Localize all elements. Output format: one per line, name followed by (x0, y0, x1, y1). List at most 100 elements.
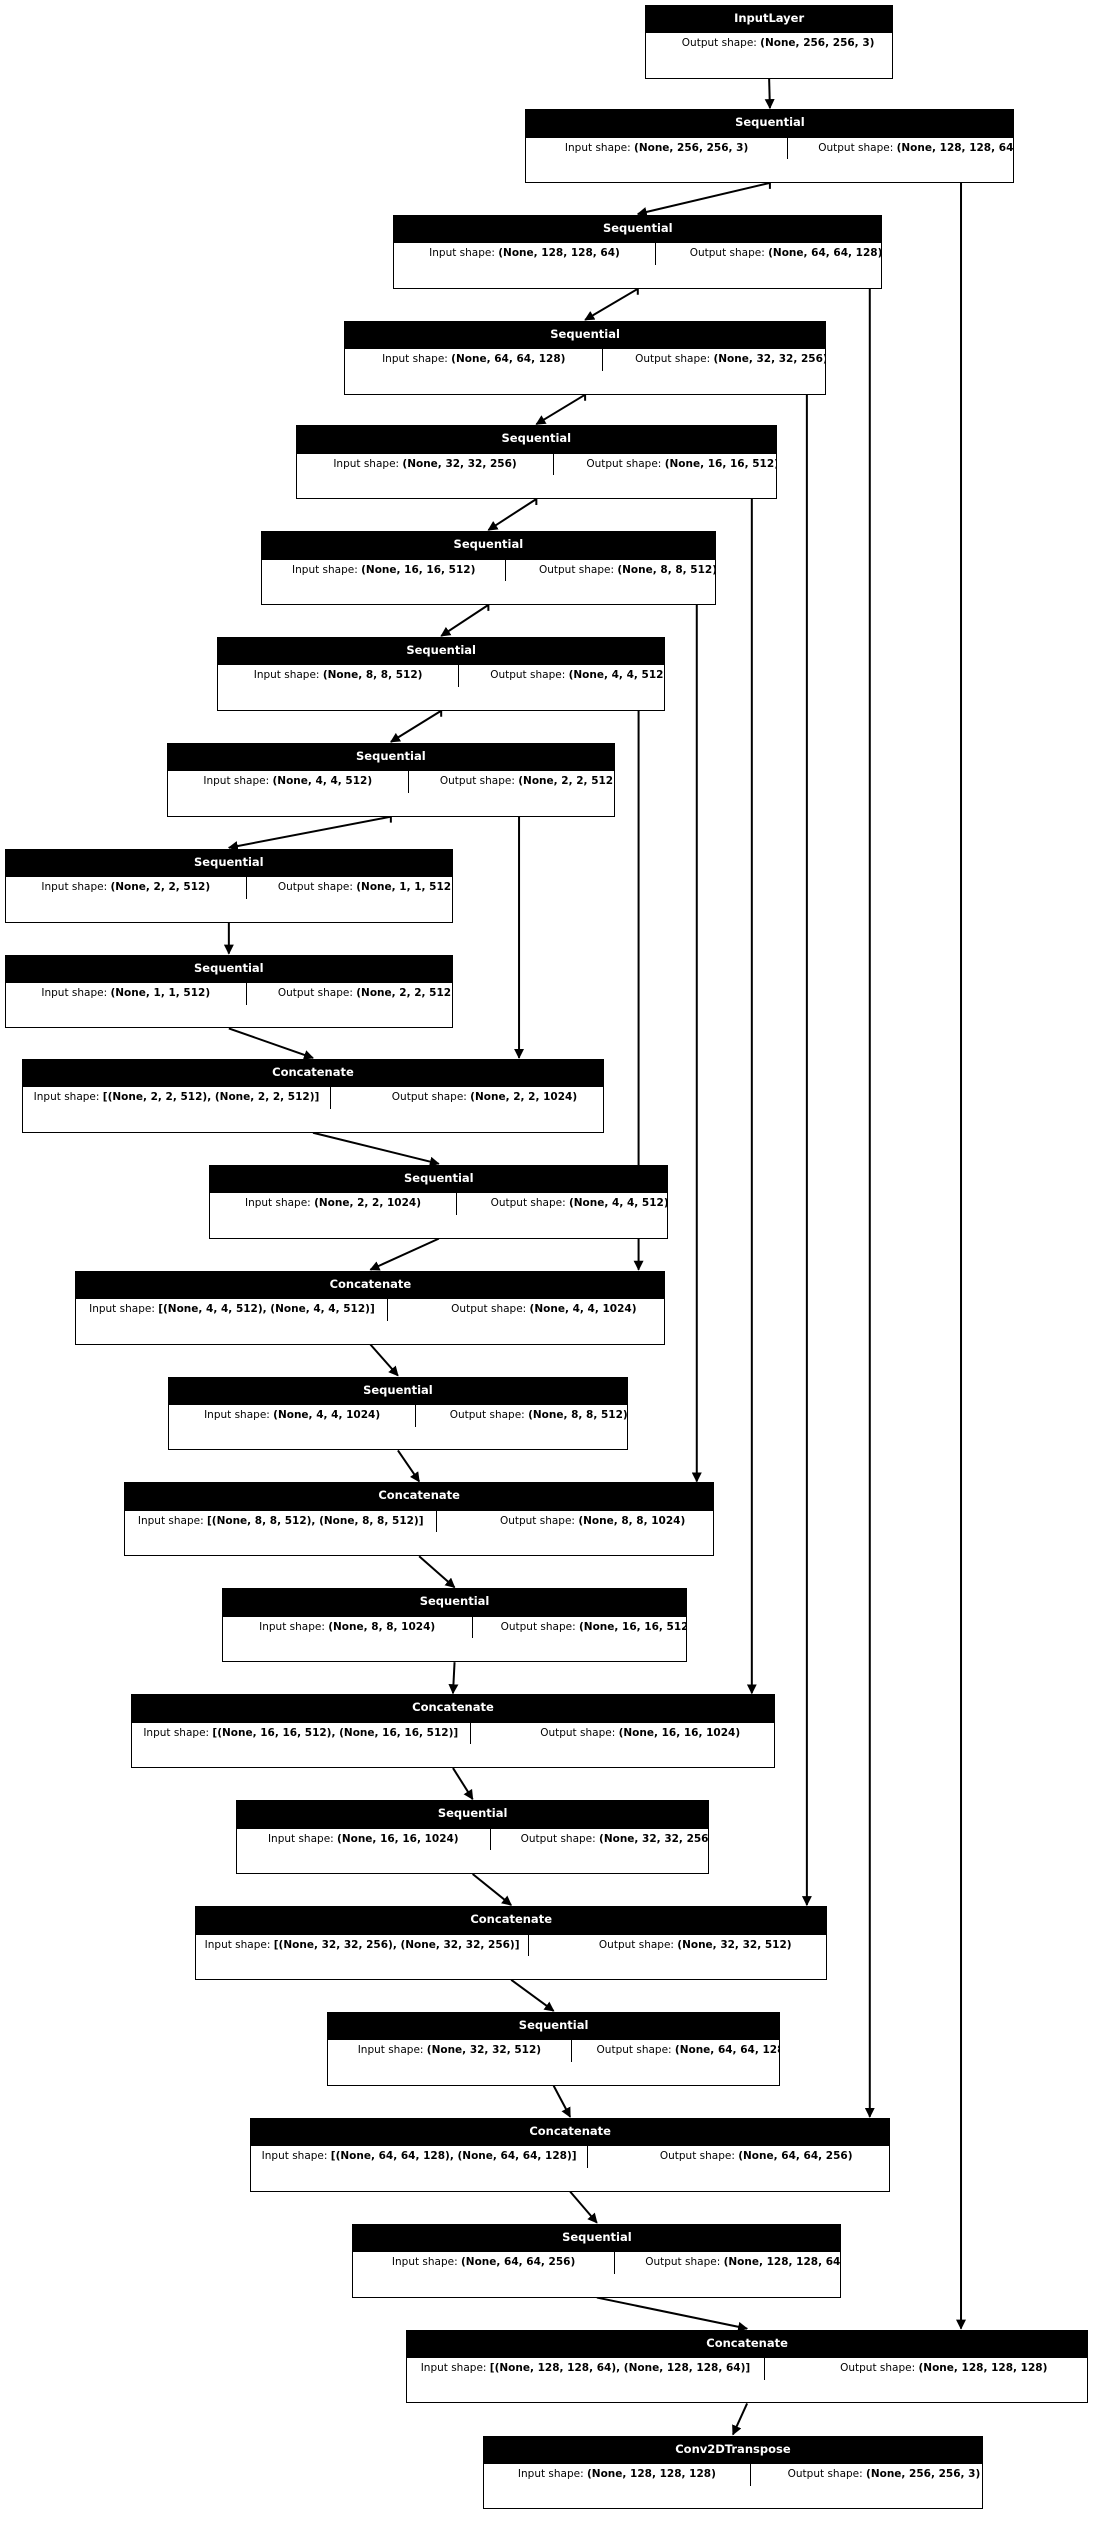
edge-sequential (418, 1555, 456, 1589)
node-title: Sequential (262, 532, 715, 559)
node-title: Sequential (328, 2012, 780, 2040)
node-shape-row: Input shape: [(None, 128, 128, 64), (Non… (406, 2357, 1088, 2380)
node-shape-row: Input shape: [(None, 16, 16, 512), (None… (131, 1721, 775, 1745)
input-shape-value: (None, 4, 4, 1024) (273, 1409, 381, 1422)
node-input-shape: Input shape: (None, 64, 64, 128) (345, 349, 604, 371)
node-title: Sequential (345, 321, 825, 349)
node-shape-row: Input shape: (None, 32, 32, 256)Output s… (296, 452, 777, 476)
input-shape-value: (None, 16, 16, 1024) (337, 1832, 459, 1845)
output-shape-value: (None, 4, 4, 512) (568, 669, 666, 682)
edge-sequential (596, 2296, 749, 2332)
edge-sequential (535, 393, 586, 426)
node-title: Sequential (526, 110, 1014, 137)
node-title: Conv2DTranspose (483, 2436, 983, 2464)
input-shape-value: (None, 1, 1, 512) (110, 987, 211, 1000)
output-shape-value: (None, 256, 256, 3) (866, 2468, 981, 2481)
edge-sequential (764, 78, 775, 110)
node-input-shape: Input shape: [(None, 8, 8, 512), (None, … (125, 1510, 438, 1533)
node-title: Concatenate (125, 1483, 714, 1510)
input-shape-value: (None, 2, 2, 1024) (314, 1197, 422, 1210)
edge-sequential (369, 1343, 399, 1377)
node-shape-row: Input shape: (None, 64, 64, 128) Output s… (345, 348, 826, 371)
node-shape-row: Input shape: (None, 8, 8, 512)Output sha… (218, 664, 666, 687)
node-output-shape: Output shape: (None, 32, 32, 256) (491, 1829, 710, 1851)
output-shape-value: (None, 16, 16, 512) (578, 1620, 688, 1633)
node-shape-row: Input shape: (None, 4, 4, 1024)Output sh… (169, 1404, 627, 1427)
output-shape-value: (None, 8, 8, 1024) (578, 1514, 686, 1527)
edge-sequential (552, 2085, 572, 2118)
node-shape-row: Input shape: (None, 4, 4, 512)Output sha… (167, 770, 614, 793)
node-title: Concatenate (251, 2118, 890, 2146)
node-input-shape: Input shape: [(None, 4, 4, 512), (None, … (76, 1299, 389, 1321)
edge-sequential (448, 1662, 459, 1695)
output-shape-value: (None, 2, 2, 512) (356, 987, 453, 1000)
output-shape-value: (None, 32, 32, 256) (713, 353, 826, 366)
output-shape-value: (None, 16, 16, 512) (664, 457, 777, 470)
output-shape-value: (None, 128, 128, 64) (723, 2256, 842, 2269)
node-input-shape: Input shape: (None, 128, 128, 128) (484, 2464, 751, 2486)
node-title: Sequential (222, 1589, 687, 1616)
node-title: Sequential (394, 215, 882, 243)
edge-sequential (390, 709, 442, 743)
node-input-shape: Input shape: [(None, 32, 32, 256), (None… (196, 1934, 530, 1957)
edge-sequential (569, 2190, 598, 2224)
node-input-shape: Input shape: (None, 16, 16, 1024) (237, 1828, 491, 1851)
node-input-shape: Input shape: [(None, 2, 2, 512), (None, … (23, 1087, 331, 1109)
node-shape-row: Input shape: (None, 64, 64, 256)Output s… (353, 2251, 842, 2274)
edge-sequential (227, 815, 392, 851)
node-input-shape: Input shape: (None, 32, 32, 256) (297, 453, 555, 476)
output-shape-value: (None, 4, 4, 512) (568, 1197, 669, 1210)
node-title: Sequential (5, 955, 452, 983)
node-input-shape: Input shape: [(None, 128, 128, 64), (Non… (407, 2358, 766, 2380)
input-shape-value: (None, 32, 32, 512) (426, 2044, 542, 2057)
node-output-shape: Output shape: (None, 256, 256, 3) (681, 37, 875, 50)
input-shape-value: (None, 8, 8, 512) (322, 669, 423, 682)
node-output-shape: Output shape: (None, 256, 256, 3) (787, 2468, 981, 2481)
node-shape-row: Input shape: [(None, 64, 64, 128), (None… (251, 2145, 890, 2168)
output-shape-value: (None, 32, 32, 256) (599, 1832, 710, 1845)
node-input-shape: Input shape: (None, 8, 8, 1024) (223, 1616, 473, 1639)
edge-sequential (472, 1873, 512, 1906)
input-shape-value: (None, 128, 128, 128) (587, 2468, 716, 2481)
node-input-shape: Input shape: (None, 2, 2, 512) (6, 877, 247, 899)
edge-sequential (228, 1027, 314, 1060)
node-output-shape: Output shape: (None, 32, 32, 256) (635, 353, 826, 366)
edge-sequential (369, 1237, 440, 1271)
edge-sequential (397, 1449, 420, 1483)
node-title: Concatenate (196, 1907, 827, 1934)
node-output-shape: Output shape: (None, 128, 128, 128) (840, 2362, 1048, 2375)
node-shape-row: Input shape: (None, 256, 256, 3)Output s… (526, 136, 1015, 160)
edge-sequential (636, 181, 771, 217)
node-title: Sequential (167, 743, 614, 771)
node-shape-row: Input shape: (None, 1, 1, 512)Output sha… (5, 982, 453, 1005)
input-shape-value: [(None, 128, 128, 64), (None, 128, 128, … (489, 2362, 751, 2375)
node-input-shape: Input shape: (None, 4, 4, 1024) (169, 1405, 416, 1427)
edge-sequential (584, 287, 639, 321)
node-title: Concatenate (131, 1695, 775, 1722)
node-shape-row: Input shape: (None, 8, 8, 1024)Output sh… (222, 1615, 688, 1639)
node-input-shape: Input shape: (None, 16, 16, 512) (262, 559, 507, 582)
output-shape-value: (None, 2, 2, 1024) (470, 1091, 578, 1104)
input-shape-value: [(None, 64, 64, 128), (None, 64, 64, 128… (330, 2150, 577, 2163)
node-input-shape: Input shape: (None, 2, 2, 1024) (210, 1193, 457, 1215)
output-shape-value: (None, 128, 128, 64) (896, 141, 1015, 154)
node-output-shape: Output shape: (None, 8, 8, 512) (538, 563, 716, 576)
input-shape-value: [(None, 8, 8, 512), (None, 8, 8, 512)] (206, 1514, 424, 1527)
node-output-shape: Output shape: (None, 128, 128, 64) (788, 138, 1015, 160)
node-output-shape: Output shape: (None, 4, 4, 1024) (451, 1303, 637, 1316)
node-output-shape: Output shape: (None, 16, 16, 1024) (540, 1726, 741, 1739)
node-shape-row: Input shape: (None, 16, 16, 1024)Output … (236, 1827, 710, 1851)
